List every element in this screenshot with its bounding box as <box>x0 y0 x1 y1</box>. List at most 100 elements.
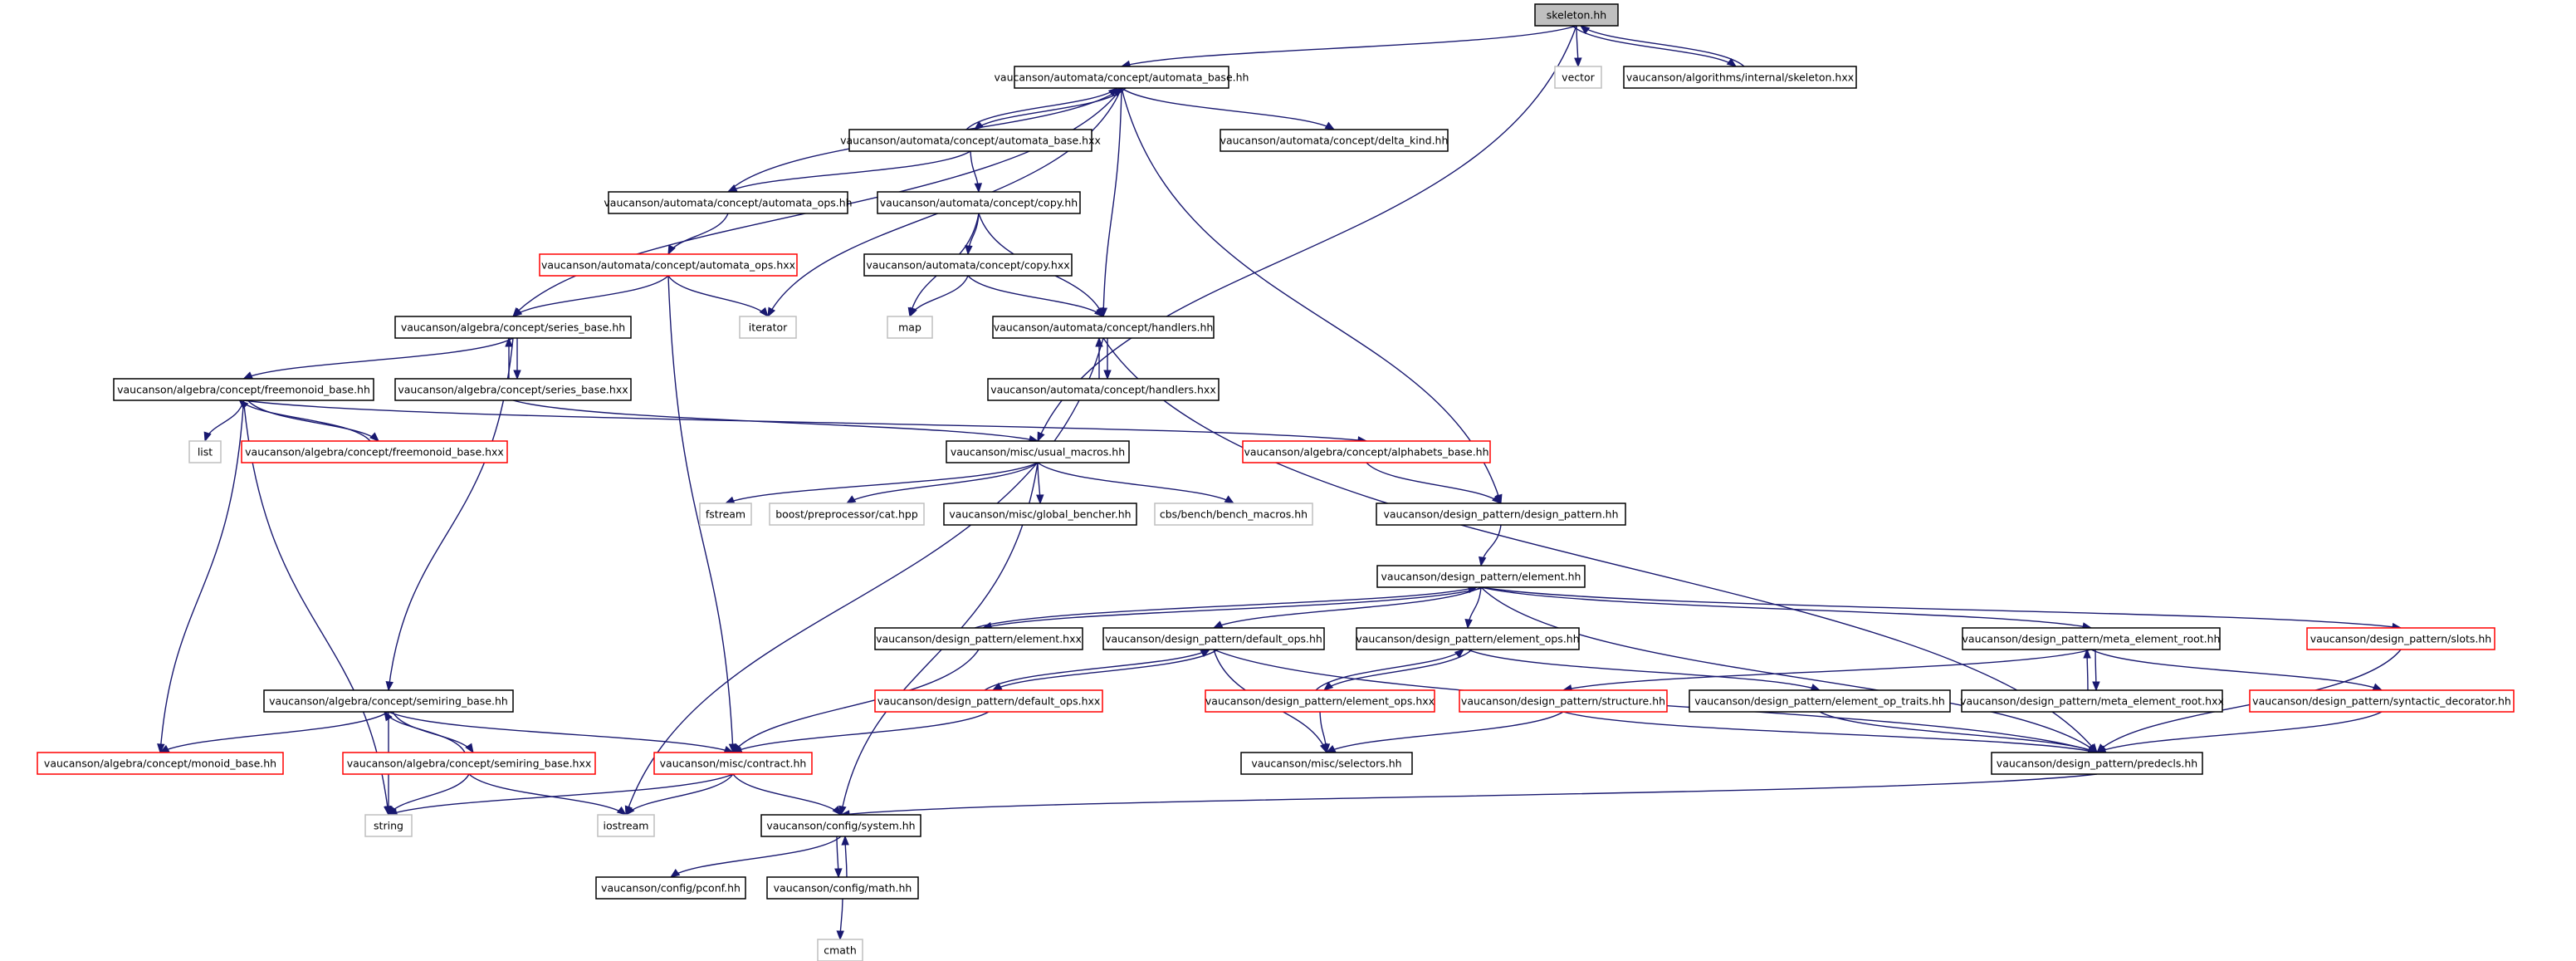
node-label: vaucanson/design_pattern/element.hxx <box>876 633 1082 645</box>
node-box <box>1240 752 1413 775</box>
node-handlers-hh[interactable]: vaucanson/automata/concept/handlers.hh <box>992 316 1215 339</box>
node-syntactic-decorator-hh[interactable]: vaucanson/design_pattern/syntactic_decor… <box>2249 689 2515 713</box>
node-pconf-hh[interactable]: vaucanson/config/pconf.hh <box>595 876 746 900</box>
node-box <box>1623 66 1857 89</box>
node-system-hh[interactable]: vaucanson/config/system.hh <box>760 814 921 837</box>
node-box <box>943 503 1137 526</box>
node-skeleton-hh[interactable]: skeleton.hh <box>1534 3 1619 27</box>
node-semiring-base-hxx[interactable]: vaucanson/algebra/concept/semiring_base.… <box>342 752 596 775</box>
node-meta-element-root-hh[interactable]: vaucanson/design_pattern/meta_element_ro… <box>1962 627 2221 650</box>
edge-meta_element_root_hh-to-syntactic_decorator_hh <box>2090 649 2383 691</box>
node-box <box>766 876 919 900</box>
edge-alphabets_base_hh-to-design_pattern_hh <box>1366 462 1502 504</box>
node-label: vaucanson/automata/concept/handlers.hxx <box>990 384 1215 396</box>
edge-arrowhead-series_base_hh-to-semiring_base_hh <box>385 681 393 692</box>
edge-arrowhead-contract_hh-to-iostream <box>625 805 635 816</box>
node-box <box>241 440 508 463</box>
node-contract-hh[interactable]: vaucanson/misc/contract.hh <box>653 752 813 775</box>
edge-freemonoid_base_hh-to-string <box>242 400 389 816</box>
node-monoid-base-hh[interactable]: vaucanson/algebra/concept/monoid_base.hh <box>37 752 284 775</box>
edge-arrowhead-copy_hxx-to-handlers_hh <box>1094 307 1104 317</box>
edge-freemonoid_base_hh-to-list <box>204 400 245 442</box>
node-usual-macros-hh[interactable]: vaucanson/misc/usual_macros.hh <box>946 440 1130 463</box>
file-nodes: skeleton.hh vector vaucanson/algorithms/in… <box>37 3 2515 961</box>
node-series-base-hxx[interactable]: vaucanson/algebra/concept/series_base.hx… <box>394 378 632 401</box>
node-label: vaucanson/algebra/concept/freemonoid_bas… <box>245 446 504 458</box>
edge-semiring_base_hxx-to-semiring_base_hh <box>384 711 466 753</box>
edge-automata_base_hh-to-delta_kind_hh <box>1121 87 1335 130</box>
edge-element_ops_hh-to-element_op_traits_hh <box>1467 649 1821 691</box>
edge-arrowhead-contract_hh-to-system_hh <box>832 805 842 816</box>
edge-arrowhead-usual_macros_hh-to-cat_hpp <box>845 495 857 504</box>
node-box <box>1154 503 1313 526</box>
node-box <box>739 316 797 339</box>
edge-meta_element_root_hh-to-structure_hh <box>1562 649 2092 691</box>
node-structure-hh[interactable]: vaucanson/design_pattern/structure.hh <box>1459 689 1668 713</box>
node-box <box>848 129 1092 152</box>
node-math-hh[interactable]: vaucanson/config/math.hh <box>766 876 919 900</box>
node-design-pattern-hh[interactable]: vaucanson/design_pattern/design_pattern.… <box>1376 503 1626 526</box>
node-label: vaucanson/misc/global_bencher.hh <box>949 508 1131 521</box>
edge-automata_base_hxx-to-automata_base_hh <box>965 87 1118 130</box>
edge-arrowhead-element_hh-to-element_ops_hh <box>1464 619 1473 630</box>
node-label: vaucanson/automata/concept/copy.hxx <box>866 259 1069 272</box>
node-label: vaucanson/design_pattern/meta_element_ro… <box>1963 633 2221 645</box>
node-box <box>874 689 1103 713</box>
node-delta-kind-hh[interactable]: vaucanson/automata/concept/delta_kind.hh <box>1220 129 1449 152</box>
edge-arrowhead-math_hh-to-system_hh <box>841 835 849 846</box>
edge-semiring_base_hxx-to-string <box>388 773 470 816</box>
node-alg-skeleton-hxx[interactable]: vaucanson/algorithms/internal/skeleton.h… <box>1623 66 1857 89</box>
edge-arrowhead-alg_skeleton_hxx-to-skeleton_hh <box>1579 25 1591 35</box>
node-label: boost/preprocessor/cat.hpp <box>775 508 918 521</box>
node-element-op-traits-hh[interactable]: vaucanson/design_pattern/element_op_trai… <box>1689 689 1951 713</box>
node-element-hh[interactable]: vaucanson/design_pattern/element.hh <box>1376 565 1586 588</box>
node-alphabets-base-hh[interactable]: vaucanson/algebra/concept/alphabets_base… <box>1242 440 1491 463</box>
node-box <box>1102 627 1325 650</box>
node-fstream: fstream <box>699 503 752 526</box>
edge-automata_ops_hxx-to-contract_hh <box>667 275 734 753</box>
node-meta-element-root-hxx[interactable]: vaucanson/design_pattern/meta_element_ro… <box>1960 689 2224 713</box>
edge-arrowhead-semiring_base_hh-to-semiring_base_hxx <box>465 743 474 754</box>
node-selectors-hh[interactable]: vaucanson/misc/selectors.hh <box>1240 752 1413 775</box>
node-box <box>1689 689 1951 713</box>
node-box <box>263 689 514 713</box>
node-series-base-hh[interactable]: vaucanson/algebra/concept/series_base.hh <box>394 316 632 339</box>
node-freemonoid-base-hxx[interactable]: vaucanson/algebra/concept/freemonoid_bas… <box>241 440 508 463</box>
node-label: vaucanson/misc/usual_macros.hh <box>951 446 1125 458</box>
node-element-ops-hh[interactable]: vaucanson/design_pattern/element_ops.hh <box>1356 627 1580 650</box>
node-predecls-hh[interactable]: vaucanson/design_pattern/predecls.hh <box>1991 752 2203 775</box>
node-automata-base-hxx[interactable]: vaucanson/automata/concept/automata_base… <box>840 129 1101 152</box>
node-iostream: iostream <box>597 814 655 837</box>
node-label: cbs/bench/bench_macros.hh <box>1160 508 1308 521</box>
node-freemonoid-base-hh[interactable]: vaucanson/algebra/concept/freemonoid_bas… <box>113 378 374 401</box>
edge-arrowhead-meta_element_root_hh-to-meta_element_root_hxx <box>2092 681 2100 692</box>
edge-alg_skeleton_hxx-to-skeleton_hh <box>1580 25 1745 67</box>
node-default-ops-hh[interactable]: vaucanson/design_pattern/default_ops.hh <box>1102 627 1325 650</box>
node-label: vaucanson/algebra/concept/alphabets_base… <box>1244 446 1488 458</box>
node-element-ops-hxx[interactable]: vaucanson/design_pattern/element_ops.hxx <box>1205 689 1435 713</box>
node-box <box>1014 66 1229 89</box>
node-box <box>113 378 374 401</box>
node-box <box>1961 689 2223 713</box>
node-element-hxx[interactable]: vaucanson/design_pattern/element.hxx <box>874 627 1083 650</box>
node-semiring-base-hh[interactable]: vaucanson/algebra/concept/semiring_base.… <box>263 689 514 713</box>
node-automata-base-hh[interactable]: vaucanson/automata/concept/automata_base… <box>995 66 1249 89</box>
node-copy-hh[interactable]: vaucanson/automata/concept/copy.hh <box>877 191 1081 214</box>
node-label: vaucanson/misc/selectors.hh <box>1251 758 1401 770</box>
node-label: vaucanson/algebra/concept/series_base.hx… <box>398 384 628 396</box>
node-handlers-hxx[interactable]: vaucanson/automata/concept/handlers.hxx <box>987 378 1220 401</box>
node-global-bencher-hh[interactable]: vaucanson/misc/global_bencher.hh <box>943 503 1137 526</box>
node-vector: vector <box>1554 66 1602 89</box>
edge-arrowhead-slots_hh-to-predecls_hh <box>2096 743 2106 753</box>
node-default-ops-hxx[interactable]: vaucanson/design_pattern/default_ops.hxx <box>874 689 1103 713</box>
node-automata-ops-hh[interactable]: vaucanson/automata/concept/automata_ops.… <box>604 191 853 214</box>
edge-handlers_hh-to-predecls_hh <box>1102 337 2098 753</box>
node-copy-hxx[interactable]: vaucanson/automata/concept/copy.hxx <box>863 253 1073 277</box>
edge-skeleton_hh-to-automata_base_hh <box>1121 25 1577 67</box>
node-automata-ops-hxx[interactable]: vaucanson/automata/concept/automata_ops.… <box>539 253 798 277</box>
edge-arrowhead-copy_hxx-to-map <box>909 306 917 318</box>
node-slots-hh[interactable]: vaucanson/design_pattern/slots.hh <box>2306 627 2495 650</box>
edge-series_base_hh-to-freemonoid_base_hh <box>243 337 514 380</box>
edge-series_base_hxx-to-usual_macros_hh <box>512 400 1039 442</box>
node-box <box>653 752 813 775</box>
